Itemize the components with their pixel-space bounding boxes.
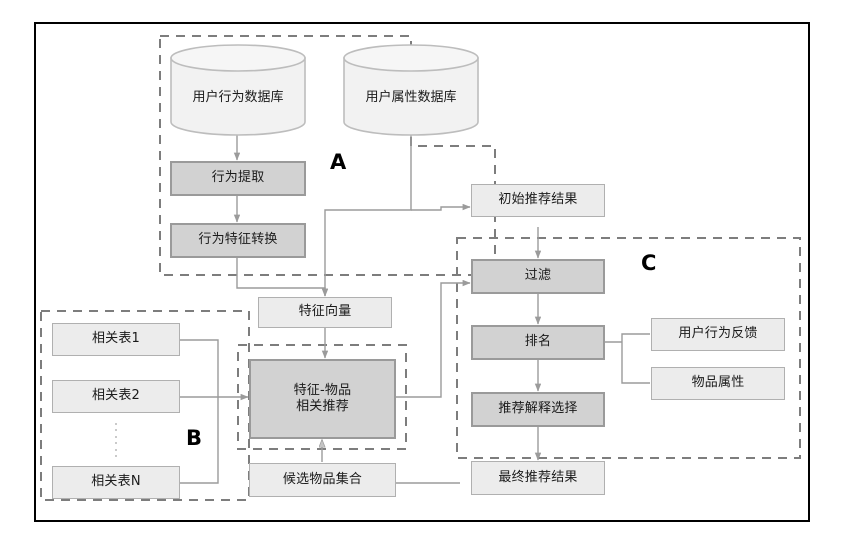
- filter-node: 过滤: [471, 259, 605, 294]
- ranking-node: 排名: [471, 325, 605, 360]
- user-attribute-database: 用户属性数据库: [343, 44, 479, 136]
- user-attribute-database-label: 用户属性数据库: [365, 90, 457, 105]
- user-behavior-database: 用户行为数据库: [170, 44, 306, 136]
- ellipsis-dots: [115, 423, 117, 457]
- cylinder-shape: [170, 44, 306, 136]
- relation-table-2-node: 相关表2: [52, 380, 180, 413]
- user-behavior-database-label: 用户行为数据库: [192, 90, 284, 105]
- feature-vector-node: 特征向量: [258, 297, 392, 328]
- group-label-c: C: [641, 251, 657, 275]
- relation-table-n-node: 相关表N: [52, 466, 180, 499]
- final-recommendation-result-node: 最终推荐结果: [471, 461, 605, 495]
- group-label-a: A: [330, 150, 347, 174]
- initial-recommendation-result-node: 初始推荐结果: [471, 184, 605, 217]
- cylinder-shape: [343, 44, 479, 136]
- item-attribute-node: 物品属性: [651, 367, 785, 400]
- feature-item-recommendation-line1: 特征-物品: [293, 382, 352, 398]
- behavior-extraction-node: 行为提取: [170, 161, 306, 196]
- candidate-item-set-node: 候选物品集合: [249, 463, 396, 497]
- recommendation-explanation-node: 推荐解释选择: [471, 392, 605, 427]
- feature-item-recommendation-line2: 相关推荐: [296, 399, 349, 414]
- group-label-b: B: [186, 426, 203, 450]
- group-b-boundary: [40, 310, 250, 501]
- feature-item-recommendation-node: 特征-物品 相关推荐: [249, 359, 396, 439]
- group-c-boundary: [456, 237, 801, 459]
- behavior-feature-transform-node: 行为特征转换: [170, 223, 306, 258]
- user-behavior-feedback-node: 用户行为反馈: [651, 318, 785, 351]
- relation-table-1-node: 相关表1: [52, 323, 180, 356]
